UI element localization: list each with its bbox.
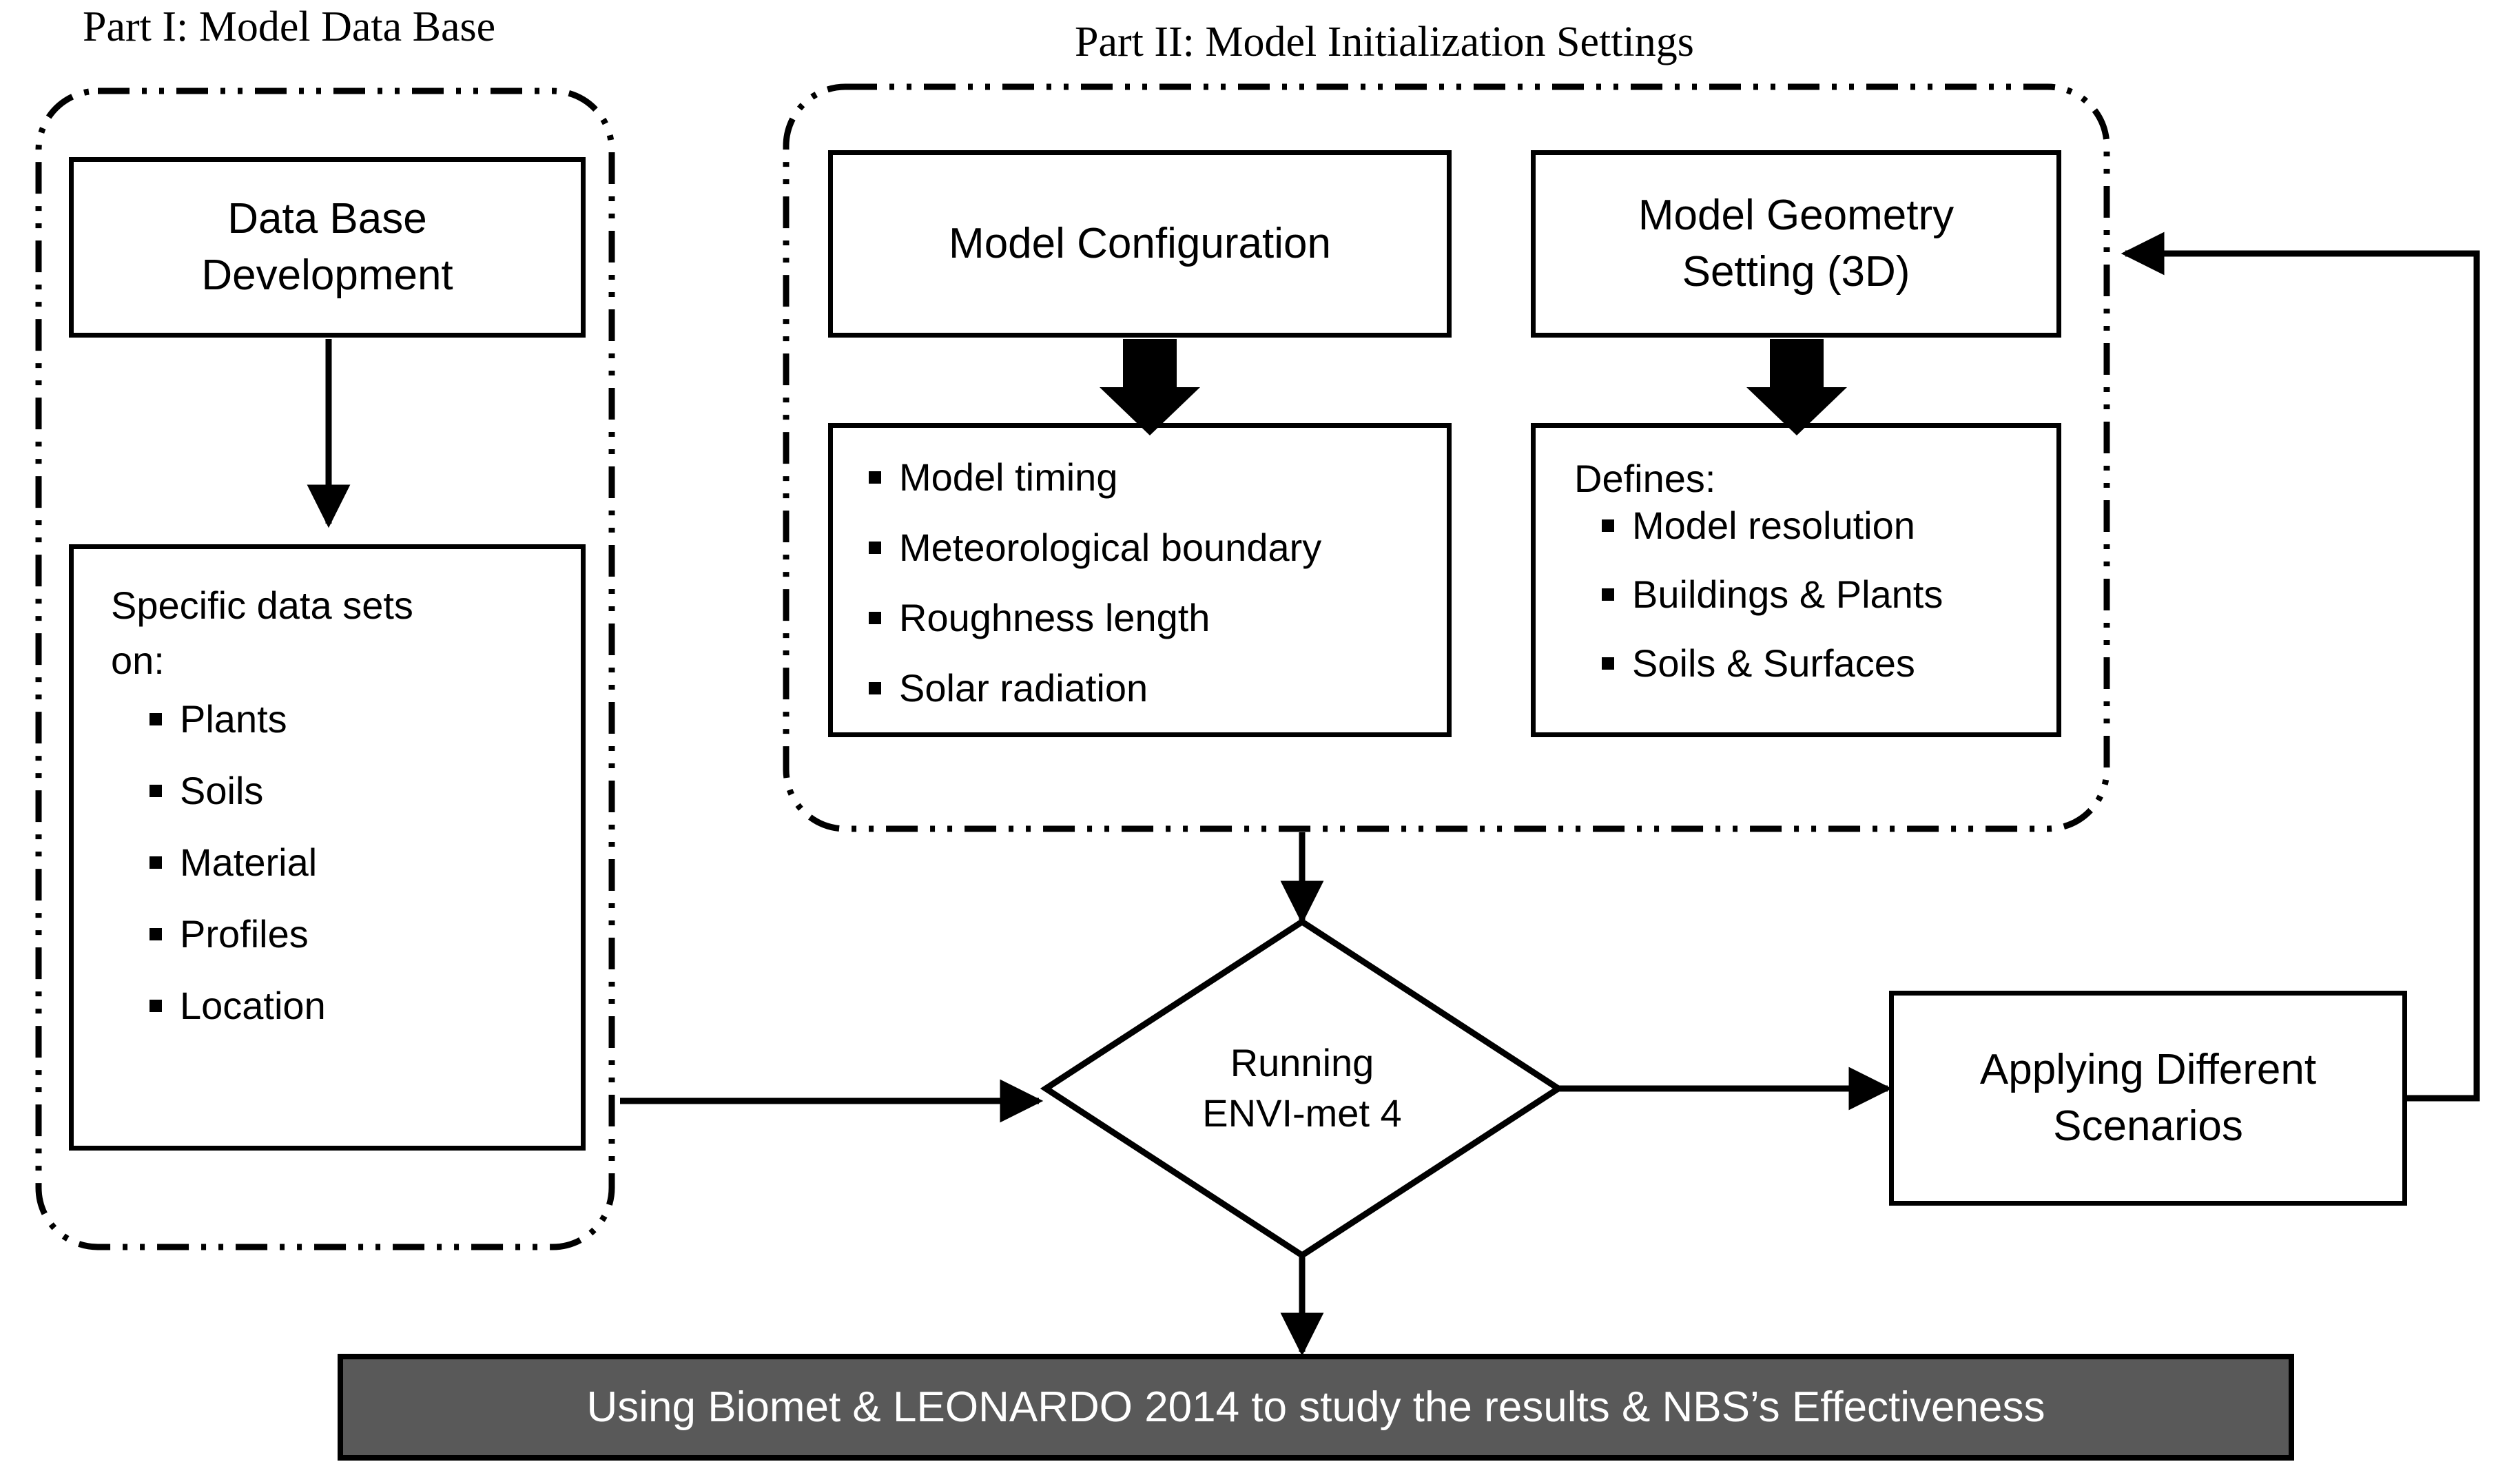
model-geometry-setting-label: Model Geometry Setting (3D) xyxy=(1638,192,1954,296)
list-item: Model resolution xyxy=(1602,506,2056,545)
data-base-development-box[interactable]: Data Base Development xyxy=(69,157,586,338)
arrow-scenarios-feedback-loop xyxy=(2121,231,2480,1102)
list-item-label: Model resolution xyxy=(1632,503,1915,547)
square-bullet-icon xyxy=(149,856,162,869)
list-item: Material xyxy=(149,843,581,882)
applying-scenarios-box[interactable]: Applying Different Scenarios xyxy=(1889,991,2407,1206)
results-summary-bar[interactable]: Using Biomet & LEONARDO 2014 to study th… xyxy=(338,1354,2294,1461)
square-bullet-icon xyxy=(149,785,162,798)
list-item-label: Solar radiation xyxy=(899,666,1148,710)
part-ii-title: Part II: Model Initialization Settings xyxy=(1075,19,1694,65)
model-configuration-list: Model timing Meteorological boundary Rou… xyxy=(869,458,1447,739)
square-bullet-icon xyxy=(869,682,881,694)
list-item: Meteorological boundary xyxy=(869,528,1447,567)
list-item: Plants xyxy=(149,700,581,739)
running-envimet-decision[interactable]: Running ENVI-met 4 xyxy=(1040,916,1565,1261)
data-base-development-label: Data Base Development xyxy=(201,195,453,299)
list-item: Roughness length xyxy=(869,599,1447,637)
list-item-label: Soils xyxy=(180,769,264,813)
list-item-label: Material xyxy=(180,841,318,885)
square-bullet-icon xyxy=(149,928,162,941)
model-geometry-setting-box[interactable]: Model Geometry Setting (3D) xyxy=(1531,150,2061,338)
running-envimet-label: Running ENVI-met 4 xyxy=(1202,1041,1402,1135)
model-configuration-label: Model Configuration xyxy=(949,220,1331,268)
specific-data-sets-list: Plants Soils Material Profiles Location xyxy=(149,700,581,1058)
square-bullet-icon xyxy=(869,542,881,554)
block-arrow-geometry-to-list xyxy=(1746,339,1847,435)
defines-lead-label: Defines: xyxy=(1574,457,1716,500)
results-summary-label: Using Biomet & LEONARDO 2014 to study th… xyxy=(586,1383,2045,1431)
list-item: Soils & Surfaces xyxy=(1602,641,2056,685)
square-bullet-icon xyxy=(149,713,162,726)
specific-data-sets-box[interactable]: Specific data sets on: Plants Soils Mate… xyxy=(69,544,586,1151)
applying-scenarios-label: Applying Different Scenarios xyxy=(1979,1046,2317,1150)
list-item: Model timing xyxy=(869,458,1447,497)
list-item: Profiles xyxy=(149,915,581,954)
model-configuration-items-box[interactable]: Model timing Meteorological boundary Rou… xyxy=(828,423,1452,737)
part-i-title: Part I: Model Data Base xyxy=(83,3,496,50)
square-bullet-icon xyxy=(1602,588,1614,601)
list-item: Soils xyxy=(149,772,581,810)
model-geometry-items-box[interactable]: Defines: Model resolution Buildings & Pl… xyxy=(1531,423,2061,737)
list-item-label: Buildings & Plants xyxy=(1632,572,1943,616)
model-geometry-list: Model resolution Buildings & Plants Soil… xyxy=(1602,506,2056,713)
square-bullet-icon xyxy=(869,612,881,624)
block-arrow-modelconf-to-list xyxy=(1100,339,1200,435)
list-item-label: Model timing xyxy=(899,455,1118,499)
list-item-label: Profiles xyxy=(180,912,309,956)
square-bullet-icon xyxy=(149,1000,162,1013)
square-bullet-icon xyxy=(1602,519,1614,532)
list-item-label: Location xyxy=(180,984,326,1028)
square-bullet-icon xyxy=(869,471,881,484)
list-item-label: Plants xyxy=(180,697,287,741)
specific-data-sets-lead: Specific data sets on: xyxy=(111,584,413,682)
list-item: Location xyxy=(149,987,581,1025)
list-item-label: Meteorological boundary xyxy=(899,526,1322,569)
square-bullet-icon xyxy=(1602,657,1614,670)
list-item: Buildings & Plants xyxy=(1602,575,2056,614)
diamond-shape xyxy=(1040,918,1565,1259)
list-item-label: Soils & Surfaces xyxy=(1632,641,1915,685)
model-configuration-box[interactable]: Model Configuration xyxy=(828,150,1452,338)
list-item: Solar radiation xyxy=(869,669,1447,708)
list-item-label: Roughness length xyxy=(899,596,1210,639)
